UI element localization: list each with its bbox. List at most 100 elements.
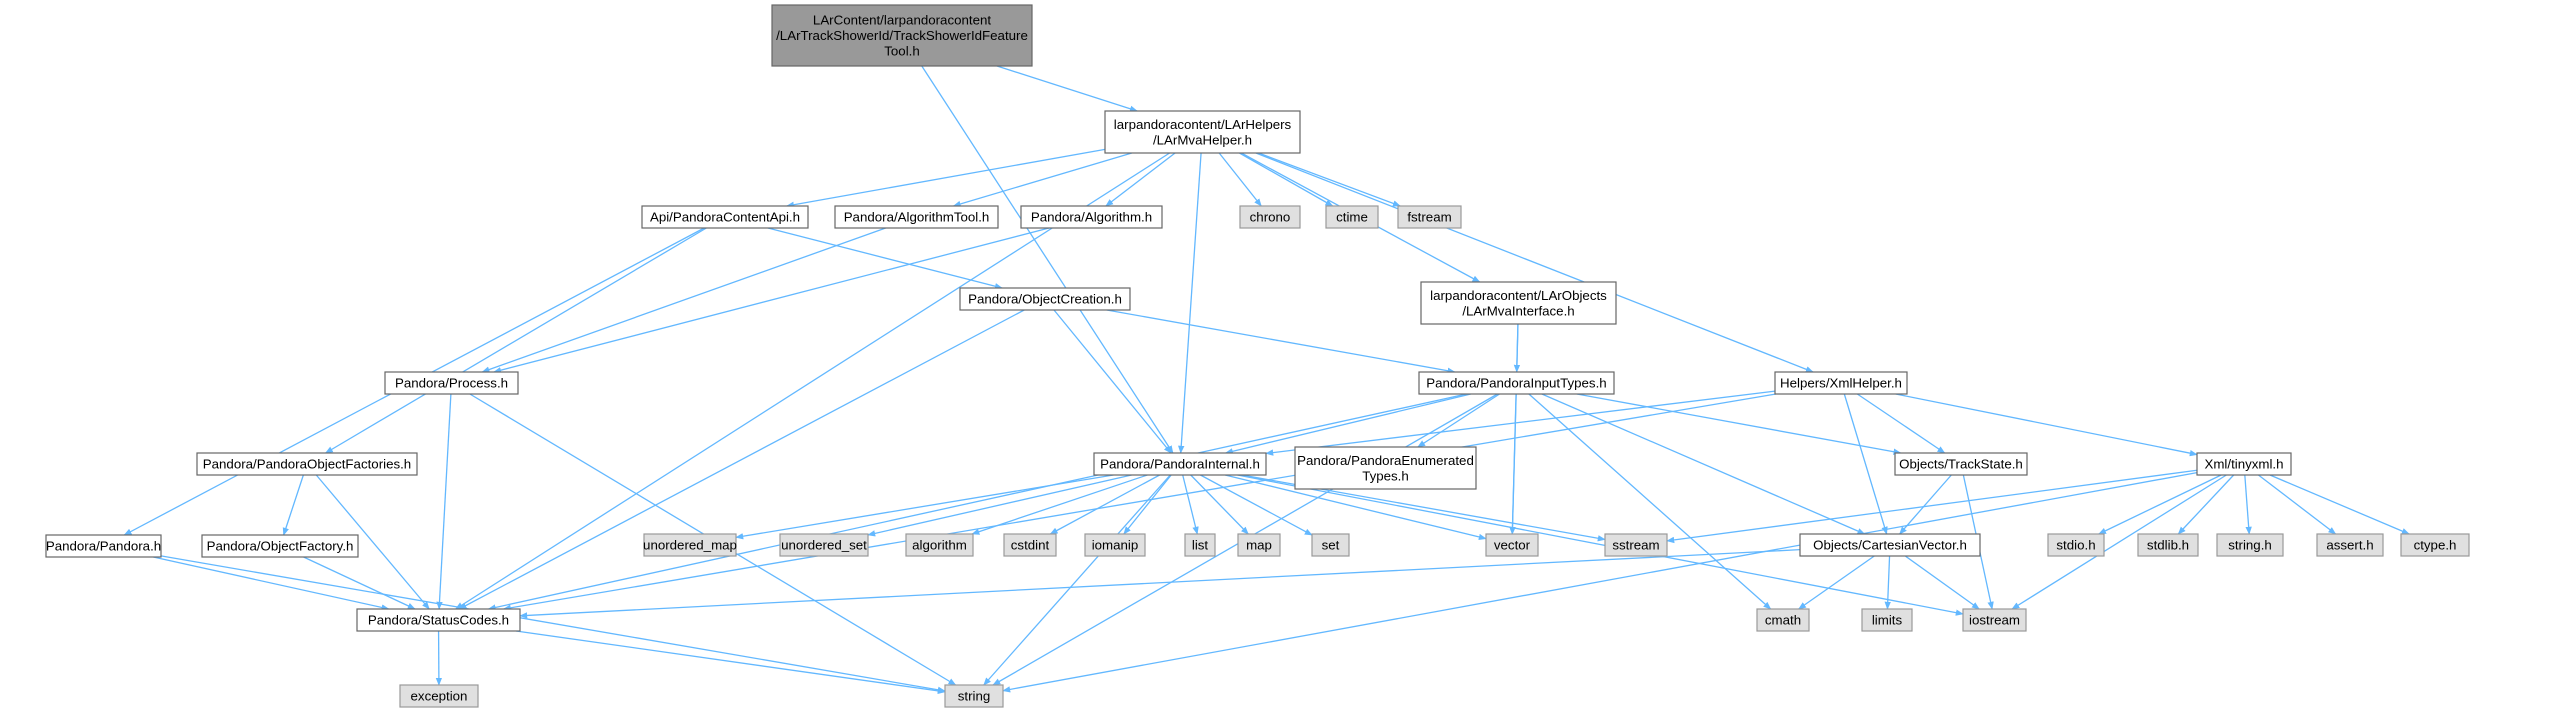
node-unordered_map: unordered_map bbox=[643, 533, 737, 557]
node-box bbox=[2316, 533, 2384, 557]
edge-pandora-to-statuscodes bbox=[153, 556, 390, 611]
node-box bbox=[2137, 533, 2199, 557]
node-mvainterface[interactable]: larpandoracontent/LArObjects/LArMvaInter… bbox=[1420, 281, 1617, 325]
node-label: exception bbox=[411, 689, 468, 704]
node-box bbox=[1239, 205, 1301, 229]
node-internal[interactable]: Pandora/PandoraInternal.h bbox=[1093, 452, 1267, 476]
node-label: Pandora/PandoraInputTypes.h bbox=[1426, 376, 1606, 391]
node-ctime: ctime bbox=[1325, 205, 1379, 229]
node-label: Types.h bbox=[1362, 468, 1409, 483]
node-objfactories[interactable]: Pandora/PandoraObjectFactories.h bbox=[196, 452, 418, 476]
node-box bbox=[1962, 608, 2027, 632]
node-box bbox=[1604, 533, 1668, 557]
node-label: cstdint bbox=[1011, 538, 1050, 553]
node-label: LArContent/larpandoracontent bbox=[813, 13, 991, 28]
node-inputtypes[interactable]: Pandora/PandoraInputTypes.h bbox=[1418, 371, 1615, 395]
node-label: Api/PandoraContentApi.h bbox=[650, 210, 800, 225]
node-box bbox=[2400, 533, 2470, 557]
node-xmlhelper[interactable]: Helpers/XmlHelper.h bbox=[1774, 371, 1908, 395]
node-label: ctime bbox=[1336, 210, 1368, 225]
edge-mvahelper-to-fstream bbox=[1258, 152, 1401, 207]
node-label: Pandora/PandoraObjectFactories.h bbox=[203, 457, 411, 472]
edge-mvahelper-to-contentapi bbox=[786, 148, 1106, 208]
node-box bbox=[779, 533, 869, 557]
node-objcreation[interactable]: Pandora/ObjectCreation.h bbox=[959, 287, 1131, 311]
node-label: /LArTrackShowerId/TrackShowerIdFeature bbox=[776, 28, 1028, 43]
edge-tinyxml-to-string bbox=[1002, 471, 2198, 693]
node-label: list bbox=[1192, 538, 1209, 553]
edge-internal-to-map bbox=[1190, 474, 1249, 535]
node-contentapi[interactable]: Api/PandoraContentApi.h bbox=[641, 205, 809, 229]
node-label: Pandora/ObjectFactory.h bbox=[207, 539, 354, 554]
node-box bbox=[959, 287, 1131, 311]
edge-objfactories-to-objfactory bbox=[282, 474, 304, 536]
node-limits: limits bbox=[1861, 608, 1913, 632]
edge-xmlhelper-to-tinyxml bbox=[1895, 393, 2198, 457]
edge-internal-to-list bbox=[1182, 474, 1199, 535]
node-label: chrono bbox=[1250, 210, 1291, 225]
node-label: sstream bbox=[1612, 538, 1659, 553]
node-box bbox=[356, 608, 521, 632]
node-asserth: assert.h bbox=[2316, 533, 2384, 557]
node-algorithm[interactable]: Pandora/Algorithm.h bbox=[1020, 205, 1163, 229]
edge-mvahelper-to-ctime bbox=[1239, 152, 1334, 207]
edge-inputtypes-to-cartesian bbox=[1541, 393, 1866, 535]
node-tinyxml[interactable]: Xml/tinyxml.h bbox=[2196, 452, 2292, 476]
node-box bbox=[1184, 533, 1216, 557]
node-box bbox=[2216, 533, 2284, 557]
node-mvahelper[interactable]: larpandoracontent/LArHelpers/LArMvaHelpe… bbox=[1104, 110, 1301, 154]
node-root[interactable]: LArContent/larpandoracontent/LArTrackSho… bbox=[771, 4, 1033, 67]
edge-mvahelper-to-chrono bbox=[1218, 152, 1262, 207]
node-sstream: sstream bbox=[1604, 533, 1668, 557]
node-box bbox=[1084, 533, 1146, 557]
edge-inputtypes-to-vector bbox=[1509, 393, 1517, 535]
node-algorithm_std: algorithm bbox=[905, 533, 974, 557]
edge-internal-to-string bbox=[983, 474, 1171, 686]
edge-objcreation-to-internal bbox=[1053, 309, 1172, 454]
node-algtool[interactable]: Pandora/AlgorithmTool.h bbox=[834, 205, 999, 229]
node-box bbox=[1311, 533, 1350, 557]
node-box bbox=[1237, 533, 1281, 557]
node-statuscodes[interactable]: Pandora/StatusCodes.h bbox=[356, 608, 521, 632]
node-map: map bbox=[1237, 533, 1281, 557]
node-vector: vector bbox=[1485, 533, 1539, 557]
node-box bbox=[384, 371, 519, 395]
node-label: larpandoracontent/LArObjects bbox=[1430, 288, 1607, 303]
node-box bbox=[196, 452, 418, 476]
node-label: /LArMvaInterface.h bbox=[1462, 303, 1574, 318]
edge-internal-to-iomanip bbox=[1123, 474, 1172, 535]
node-box bbox=[771, 4, 1033, 67]
edge-internal-to-vector bbox=[1224, 474, 1487, 541]
node-set: set bbox=[1311, 533, 1350, 557]
node-pandora[interactable]: Pandora/Pandora.h bbox=[45, 534, 162, 558]
node-objfactory[interactable]: Pandora/ObjectFactory.h bbox=[201, 534, 359, 558]
node-label: Pandora/ObjectCreation.h bbox=[968, 292, 1122, 307]
edge-internal-to-algorithm_std bbox=[971, 474, 1148, 535]
node-cstdint: cstdint bbox=[1003, 533, 1057, 557]
node-label: Helpers/XmlHelper.h bbox=[1780, 376, 1902, 391]
node-trackstate[interactable]: Objects/TrackState.h bbox=[1894, 452, 2028, 476]
node-label: Pandora/AlgorithmTool.h bbox=[844, 210, 990, 225]
edge-cartesian-to-iostream bbox=[1904, 555, 1980, 610]
node-box bbox=[1104, 110, 1301, 154]
edge-statuscodes-to-string bbox=[515, 630, 946, 695]
node-label: set bbox=[1322, 538, 1340, 553]
edge-trackstate-to-cartesian bbox=[1899, 474, 1952, 535]
node-label: stdio.h bbox=[2056, 538, 2095, 553]
node-box bbox=[1418, 371, 1615, 395]
node-string: string bbox=[944, 684, 1004, 708]
edge-xmlhelper-to-trackstate bbox=[1856, 393, 1946, 454]
node-label: cmath bbox=[1765, 613, 1801, 628]
edge-inputtypes-to-trackstate bbox=[1576, 393, 1902, 455]
node-box bbox=[643, 533, 737, 557]
node-label: larpandoracontent/LArHelpers bbox=[1114, 117, 1292, 132]
edge-mvahelper-to-internal bbox=[1178, 152, 1202, 454]
edge-tinyxml-to-stringh bbox=[2244, 474, 2252, 535]
node-box bbox=[1093, 452, 1267, 476]
node-cartesian[interactable]: Objects/CartesianVector.h bbox=[1799, 533, 1981, 557]
edge-contentapi-to-objfactories bbox=[324, 227, 707, 454]
edge-objfactories-to-statuscodes bbox=[315, 474, 430, 610]
node-process[interactable]: Pandora/Process.h bbox=[384, 371, 519, 395]
node-fstream: fstream bbox=[1397, 205, 1462, 229]
